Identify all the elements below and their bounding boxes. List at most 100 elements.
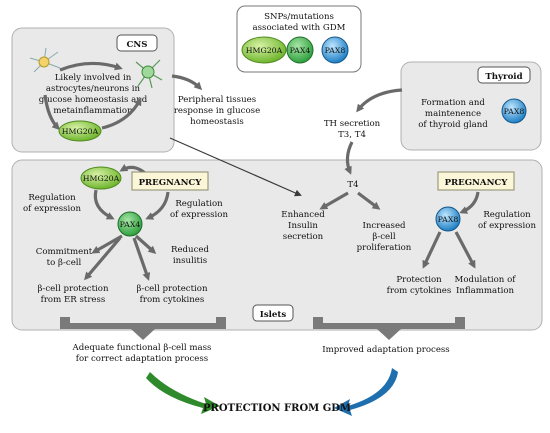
svg-text:Regulation: Regulation — [483, 210, 531, 220]
thyroid-label: Thyroid — [485, 72, 522, 82]
snps-title-line2: associated with GDM — [253, 23, 346, 33]
th-to-t4-arrow — [344, 141, 354, 175]
islets-label-box — [252, 304, 294, 322]
snps-pax8-pill: PAX8 — [321, 36, 349, 64]
svg-text:HMG20A: HMG20A — [83, 174, 120, 183]
svg-text:Protection: Protection — [396, 275, 442, 285]
snps-hmg20a-pill: HMG20A — [241, 36, 287, 64]
svg-text:TH secretion: TH secretion — [324, 119, 381, 129]
svg-text:secretion: secretion — [283, 232, 324, 242]
left-reg-left-text: Regulation of expression — [23, 193, 81, 214]
svg-text:to β-cell: to β-cell — [47, 258, 82, 268]
final-label: PROTECTION FROM GDM — [203, 403, 351, 414]
er-stress-text: β-cell protection from ER stress — [37, 284, 109, 305]
cns-text: Likely involved in astrocytes/neurons in… — [39, 73, 148, 116]
left-reg-right-text: Regulation of expression — [170, 199, 228, 220]
pax8-to-protection-arrow — [422, 231, 442, 269]
svg-text:T3, T4: T3, T4 — [338, 130, 366, 140]
thyroid-label-box — [477, 66, 531, 84]
cns-to-peripheral-arrow — [171, 74, 203, 91]
right-preg-to-pax8-arrow — [459, 191, 480, 214]
final-green-arrow — [146, 372, 220, 414]
right-modulation-text: Modulation of Inflammation — [455, 275, 517, 296]
bottom-left-text: Adequate functional β-cell mass for corr… — [72, 343, 212, 364]
t4-to-enhanced-arrow — [319, 191, 349, 210]
right-reg-text: Regulation of expression — [478, 210, 536, 231]
pax4-to-cytokines-arrow — [132, 237, 151, 281]
svg-text:response in glucose: response in glucose — [174, 106, 260, 116]
thyroid-text: Formation and maintenence of thyroid gla… — [418, 98, 488, 130]
svg-text:Likely involved in: Likely involved in — [55, 73, 132, 83]
th-secretion-text: TH secretion T3, T4 — [324, 119, 381, 140]
svg-text:PAX8: PAX8 — [438, 215, 459, 224]
svg-text:β-cell protection: β-cell protection — [37, 284, 109, 294]
svg-text:Inflammation: Inflammation — [456, 286, 515, 296]
islets-label: Islets — [260, 310, 287, 320]
commitment-text: Commitment to β-cell — [36, 247, 93, 268]
pax4-to-commitment-arrow — [91, 234, 123, 254]
left-pregnancy-box — [131, 171, 209, 191]
thyroid-to-th-arrow — [356, 88, 403, 113]
svg-text:Insulin: Insulin — [288, 221, 318, 231]
pax4-to-reduced-arrow — [134, 234, 157, 254]
svg-text:insulitis: insulitis — [173, 256, 207, 266]
preg-to-pax4-arrow — [145, 191, 170, 220]
cns-arrow-right — [101, 97, 142, 130]
svg-text:Formation and: Formation and — [421, 98, 485, 108]
svg-text:PAX4: PAX4 — [290, 46, 311, 55]
svg-text:Enhanced: Enhanced — [281, 210, 325, 220]
svg-text:from cytokines: from cytokines — [140, 295, 205, 305]
left-pregnancy-label: PREGNANCY — [139, 178, 203, 188]
increased-proliferation-text: Increased β-cell proliferation — [357, 221, 412, 253]
svg-text:Adequate functional β-cell mas: Adequate functional β-cell mass — [72, 343, 212, 353]
svg-text:from cytokines: from cytokines — [387, 286, 452, 296]
svg-text:of expression: of expression — [478, 221, 536, 231]
svg-text:Peripheral tissues: Peripheral tissues — [178, 95, 256, 105]
svg-text:β-cell protection: β-cell protection — [136, 284, 208, 294]
right-pax8-pill: PAX8 — [435, 206, 461, 232]
right-pregnancy-label: PREGNANCY — [445, 178, 509, 188]
astrocyte-icon — [135, 59, 163, 89]
cytokines-text: β-cell protection from cytokines — [136, 284, 208, 305]
t4-label: T4 — [347, 180, 359, 190]
hmg-to-pax4-arrow — [93, 189, 115, 220]
cns-label-box — [116, 34, 158, 52]
svg-text:Modulation of: Modulation of — [455, 275, 517, 285]
reduced-insulitis-text: Reduced insulitis — [171, 245, 209, 266]
cns-to-islets-arrow — [169, 137, 302, 197]
svg-text:PAX8: PAX8 — [325, 46, 346, 55]
svg-text:glucose homeostasis and: glucose homeostasis and — [39, 95, 148, 105]
svg-text:homeostasis: homeostasis — [190, 117, 244, 127]
left-pax4-pill: PAX4 — [117, 211, 143, 237]
peripheral-text: Peripheral tissues response in glucose h… — [174, 95, 260, 127]
islets-panel — [11, 159, 543, 331]
pax8-to-modulation-arrow — [454, 231, 476, 269]
svg-text:proliferation: proliferation — [357, 243, 412, 253]
t4-to-increased-arrow — [357, 191, 381, 210]
right-bracket — [313, 317, 465, 340]
svg-text:of thyroid gland: of thyroid gland — [418, 120, 488, 130]
thyroid-panel — [400, 61, 542, 151]
svg-text:PAX4: PAX4 — [120, 220, 141, 229]
pax4-to-er-arrow — [84, 236, 122, 281]
cns-hmg20a-pill: HMG20A — [58, 120, 102, 142]
svg-text:metainflammation: metainflammation — [53, 106, 133, 116]
svg-text:of expression: of expression — [23, 204, 81, 214]
left-bracket — [60, 317, 226, 340]
svg-text:astrocytes/neurons in: astrocytes/neurons in — [46, 84, 141, 94]
snps-pax4-pill: PAX4 — [286, 36, 314, 64]
svg-text:maintenence: maintenence — [425, 109, 481, 119]
svg-text:PAX8: PAX8 — [504, 107, 525, 116]
cns-label: CNS — [127, 40, 148, 50]
enhanced-insulin-text: Enhanced Insulin secretion — [281, 210, 325, 242]
svg-text:Regulation: Regulation — [28, 193, 76, 203]
bottom-right-text: Improved adaptation process — [322, 345, 449, 355]
svg-text:HMG20A: HMG20A — [62, 127, 99, 136]
snps-title-line1: SNPs/mutations — [264, 12, 334, 22]
left-hmg20a-pill: HMG20A — [80, 166, 122, 190]
neuron-icon — [29, 47, 61, 73]
right-protection-text: Protection from cytokines — [387, 275, 452, 296]
svg-text:from ER stress: from ER stress — [41, 295, 106, 305]
svg-text:for correct adaptation process: for correct adaptation process — [76, 354, 208, 364]
